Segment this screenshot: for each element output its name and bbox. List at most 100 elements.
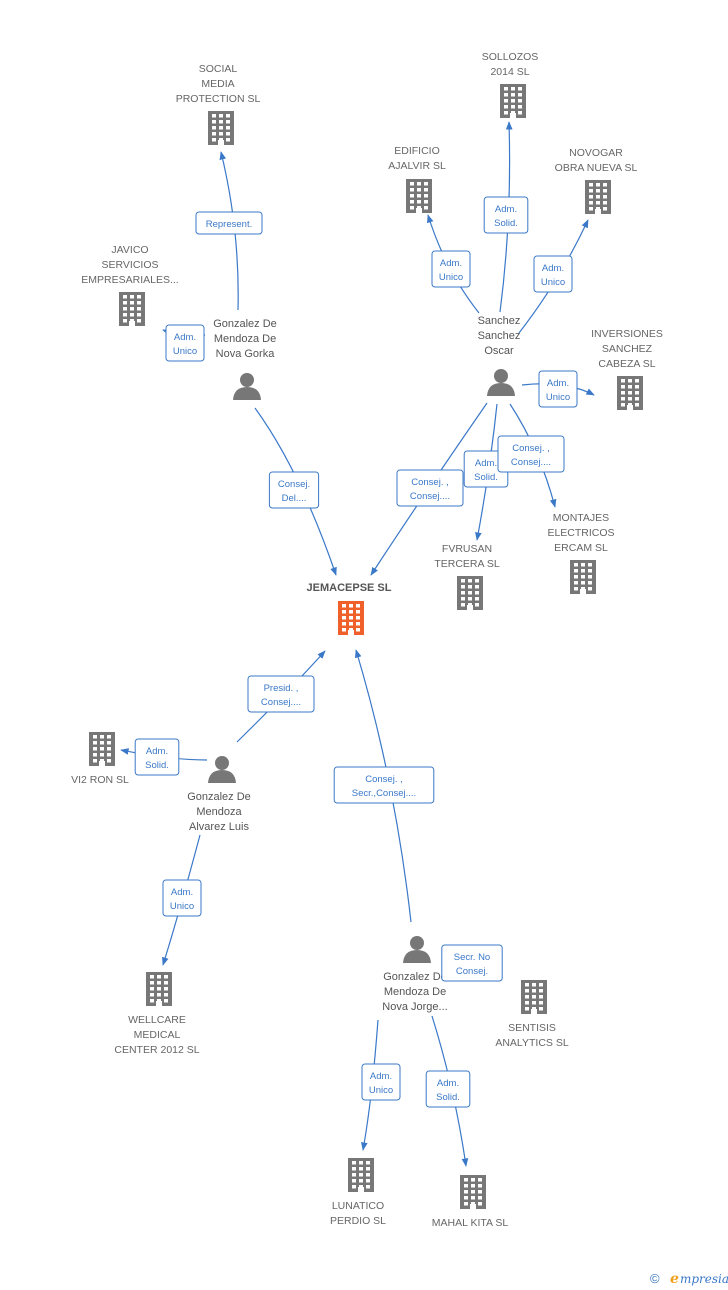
edge-label-text: Consej. , <box>411 477 449 488</box>
edge-label-box: Adm. Unico <box>361 1063 401 1101</box>
mahal-kita-label-line: MAHAL KITA SL <box>432 1217 509 1229</box>
gonzalez-gorka-label-line: Mendoza De <box>214 333 276 345</box>
javico-label-line: EMPRESARIALES... <box>81 274 178 286</box>
empresia-watermark: © e mpresia <box>650 1271 728 1287</box>
edge-label-text: Unico <box>369 1085 393 1096</box>
edge-label-box: Consej. ,Secr.,Consej.... <box>333 766 435 804</box>
edge-label-box: Adm. Unico <box>533 255 573 293</box>
edge-label-box: Consej. , Consej.... <box>396 469 464 507</box>
sollozos-label-line: SOLLOZOS <box>482 51 539 63</box>
edge-label-text: Unico <box>546 392 570 403</box>
edge-label-box: Consej. , Consej.... <box>497 435 565 473</box>
gonzalez-gorka-node[interactable] <box>233 373 261 400</box>
novogar-node[interactable] <box>585 180 611 214</box>
fvrusan-node[interactable] <box>457 576 483 610</box>
gonzalez-luis-label-line: Alvarez Luis <box>189 821 249 833</box>
lunatico-label-line: PERDIO SL <box>330 1215 386 1227</box>
person-icon <box>233 373 261 400</box>
montajes-node[interactable] <box>570 560 596 594</box>
edge-label-text: Solid. <box>494 218 518 229</box>
edge-label-text: Consej.... <box>511 457 551 468</box>
edge-label-text: Solid. <box>145 760 169 771</box>
inversiones-sanchez-label-line: SANCHEZ <box>602 343 653 355</box>
novogar-label-line: NOVOGAR <box>569 147 623 159</box>
gonzalez-jorge-label-line: Nova Jorge... <box>382 1001 447 1013</box>
inversiones-sanchez-label-line: CABEZA SL <box>598 358 655 370</box>
gonzalez-luis-label-line: Mendoza <box>196 806 242 818</box>
gonzalez-gorka-label-line: Gonzalez De <box>213 318 277 330</box>
sanchez-oscar-node[interactable] <box>487 369 515 396</box>
edge-label-text: Adm. <box>542 263 564 274</box>
edge-label-text: Consej. , <box>365 774 403 785</box>
edge-label-text: Adm. <box>440 258 462 269</box>
building-icon <box>146 972 172 1006</box>
sanchez-oscar-label-line: Sanchez <box>478 330 521 342</box>
edge-label-text: Represent. <box>206 219 252 230</box>
edge-label-text: Unico <box>170 901 194 912</box>
gonzalez-jorge-label-line: Mendoza De <box>384 986 446 998</box>
sentisis-label-line: SENTISIS <box>508 1022 556 1034</box>
wellcare-label-line: CENTER 2012 SL <box>114 1044 199 1056</box>
gonzalez-jorge-node[interactable] <box>403 936 431 963</box>
building-icon <box>208 111 234 145</box>
building-icon <box>617 376 643 410</box>
building-icon <box>348 1158 374 1192</box>
novogar-label-line: OBRA NUEVA SL <box>555 162 638 174</box>
edge-label-box: Secr. No Consej. <box>441 944 503 982</box>
edge-label-text: Adm. <box>174 332 196 343</box>
montajes-label-line: ELECTRICOS <box>547 527 614 539</box>
edge-label-text: Consej. , <box>512 443 550 454</box>
jemacepse-label-line: JEMACEPSE SL <box>307 582 392 594</box>
javico-node[interactable] <box>119 292 145 326</box>
inversiones-sanchez-node[interactable] <box>617 376 643 410</box>
building-icon <box>585 180 611 214</box>
javico-label-line: JAVICO <box>111 244 148 256</box>
sollozos-node[interactable] <box>500 84 526 118</box>
sanchez-oscar-label-line: Oscar <box>484 345 514 357</box>
gonzalez-gorka-label-line: Nova Gorka <box>216 348 276 360</box>
edge-label-text: Unico <box>541 277 565 288</box>
javico-label-line: SERVICIOS <box>102 259 159 271</box>
lunatico-label-line: LUNATICO <box>332 1200 384 1212</box>
mahal-kita-node[interactable] <box>460 1175 486 1209</box>
edge-label-text: Secr. No <box>454 952 490 963</box>
lunatico-node[interactable] <box>348 1158 374 1192</box>
edge-label-box: Represent. <box>195 211 263 235</box>
edge-label-text: Adm. <box>495 204 517 215</box>
vi2ron-node[interactable] <box>89 732 115 766</box>
social-media-node[interactable] <box>208 111 234 145</box>
person-icon <box>208 756 236 783</box>
sentisis-node[interactable] <box>521 980 547 1014</box>
edge-label-text: Adm. <box>370 1071 392 1082</box>
edge-label-box: Adm.Solid. <box>425 1070 471 1108</box>
copyright-symbol: © <box>650 1271 660 1286</box>
gonzalez-jorge-label-line: Gonzalez De <box>383 971 447 983</box>
wellcare-label-line: WELLCARE <box>128 1014 186 1026</box>
edificio-ajalvir-label-line: EDIFICIO <box>394 145 440 157</box>
edge-label-text: Presid. , <box>264 683 299 694</box>
edge-label-text: Adm. <box>146 746 168 757</box>
jemacepse-node[interactable] <box>338 601 364 635</box>
edge-label-box: Presid. , Consej.... <box>247 675 315 713</box>
edificio-ajalvir-node[interactable] <box>406 179 432 213</box>
edge-label-text: Del.... <box>282 493 307 504</box>
gonzalez-luis-node[interactable] <box>208 756 236 783</box>
edge-label-text: Consej.... <box>410 491 450 502</box>
edge-label-text: Consej. <box>456 966 488 977</box>
edge-label-text: Consej.... <box>261 697 301 708</box>
sanchez-oscar-label-line: Sanchez <box>478 315 521 327</box>
montajes-label-line: MONTAJES <box>553 512 609 524</box>
wellcare-node[interactable] <box>146 972 172 1006</box>
edge-label-text: Unico <box>439 272 463 283</box>
building-icon <box>460 1175 486 1209</box>
montajes-label-line: ERCAM SL <box>554 542 608 554</box>
edge-label-text: Adm. <box>171 887 193 898</box>
person-icon <box>487 369 515 396</box>
building-icon <box>521 980 547 1014</box>
edge-label-box: Adm.Unico <box>165 324 205 362</box>
social-media-label-line: MEDIA <box>201 78 234 90</box>
edificio-ajalvir-label-line: AJALVIR SL <box>388 160 446 172</box>
building-icon <box>570 560 596 594</box>
sentisis-label-line: ANALYTICS SL <box>495 1037 568 1049</box>
